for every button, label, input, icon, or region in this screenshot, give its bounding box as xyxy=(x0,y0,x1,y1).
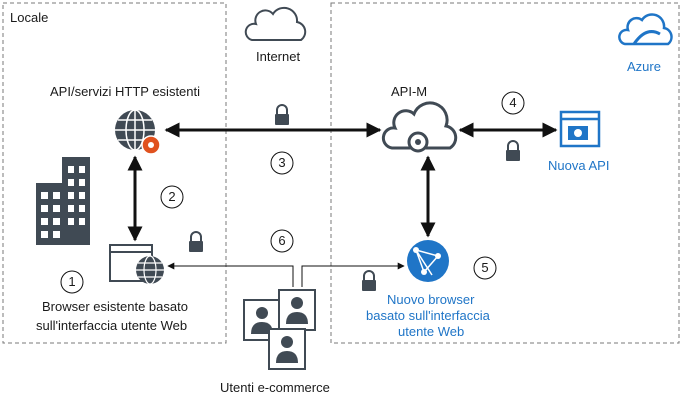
globe-gear-icon xyxy=(115,109,161,155)
svg-text:1: 1 xyxy=(68,274,75,289)
svg-text:5: 5 xyxy=(481,260,488,275)
step-4: 4 xyxy=(501,91,525,115)
lock-icon-internet xyxy=(274,104,290,126)
azure-cloud-icon xyxy=(618,13,673,46)
users-label: Utenti e-commerce xyxy=(220,380,330,395)
locale-zone xyxy=(2,2,227,344)
arrow-users-browser xyxy=(167,262,294,287)
azure-label: Azure xyxy=(627,59,661,74)
apim-cloud-icon xyxy=(381,101,458,153)
svg-text:2: 2 xyxy=(168,189,175,204)
users-icon xyxy=(243,289,316,370)
svg-text:4: 4 xyxy=(509,95,516,110)
arrow-users-newbrowser xyxy=(301,262,405,287)
new-browser-label-3: utente Web xyxy=(398,324,464,339)
apim-label: API-M xyxy=(391,84,427,99)
step-1: 1 xyxy=(60,270,84,294)
new-browser-label-1: Nuovo browser xyxy=(387,292,475,307)
svg-text:3: 3 xyxy=(278,155,285,170)
locale-label: Locale xyxy=(10,10,48,25)
step-2: 2 xyxy=(160,185,184,209)
existing-browser-icon xyxy=(109,244,164,285)
new-browser-icon xyxy=(407,240,449,282)
lock-icon-newapi xyxy=(505,140,521,162)
existing-browser-label-1: Browser esistente basato xyxy=(42,299,188,314)
step-5: 5 xyxy=(473,256,497,280)
step-6: 6 xyxy=(270,229,294,253)
lock-icon-newbrowser xyxy=(361,270,377,292)
new-api-icon xyxy=(559,110,601,148)
step-3: 3 xyxy=(270,151,294,175)
existing-api-label: API/servizi HTTP esistenti xyxy=(50,84,200,99)
internet-cloud-icon xyxy=(244,6,307,41)
lock-icon-browser xyxy=(188,231,204,253)
new-api-label: Nuova API xyxy=(548,158,609,173)
svg-text:6: 6 xyxy=(278,233,285,248)
internet-label: Internet xyxy=(256,49,300,64)
new-browser-label-2: basato sull'interfaccia xyxy=(366,308,491,323)
azure-zone xyxy=(330,2,680,344)
existing-browser-label-2: sull'interfaccia utente Web xyxy=(36,318,187,333)
building-icon xyxy=(36,157,90,245)
